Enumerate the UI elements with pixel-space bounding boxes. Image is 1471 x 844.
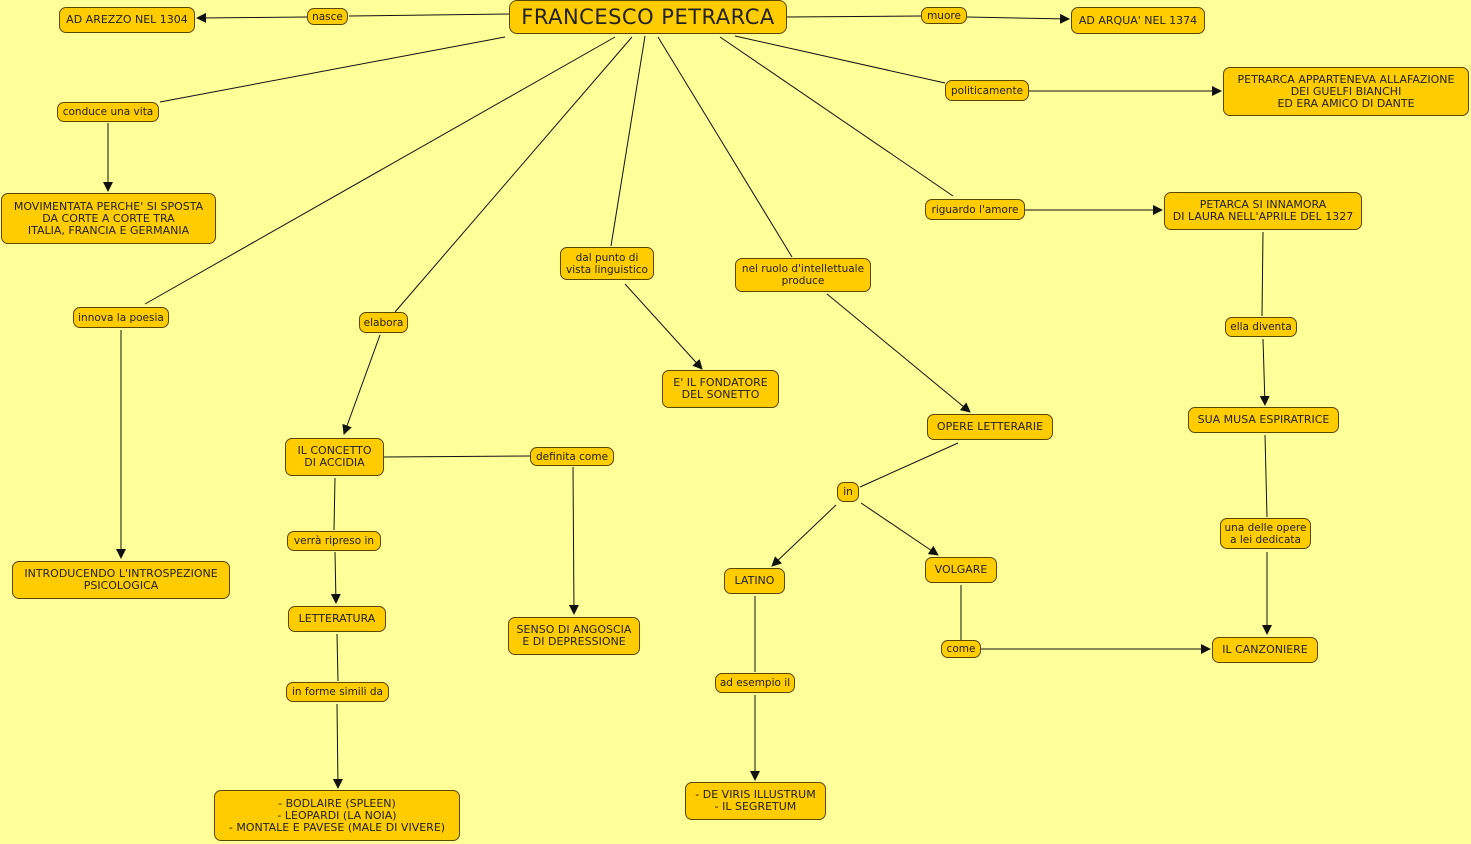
concept-fondatore-sonetto[interactable]: E' IL FONDATORE DEL SONETTO <box>662 370 779 408</box>
link-forme-simili-da[interactable]: in forme simili da <box>286 682 389 702</box>
connector-line-14 <box>826 293 971 413</box>
concept-letteratura[interactable]: LETTERATURA <box>288 606 386 632</box>
connector-line-2 <box>348 13 510 17</box>
concept-opere-letterarie[interactable]: OPERE LETTERARIE <box>927 414 1053 440</box>
concept-accidia[interactable]: IL CONCETTO DI ACCIDIA <box>285 438 384 476</box>
concept-musa-ispiratrice[interactable]: SUA MUSA ESPIRATRICE <box>1188 407 1339 433</box>
link-muore[interactable]: muore <box>921 7 967 24</box>
link-elabora[interactable]: elabora <box>359 312 408 333</box>
connector-line-33 <box>332 703 343 789</box>
connector-line-28 <box>1264 434 1268 518</box>
connector-line-18 <box>342 334 381 435</box>
concept-guelfi-bianchi[interactable]: PETRARCA APPARTENEVA ALLAFAZIONE DEI GUE… <box>1223 67 1469 116</box>
link-nasce[interactable]: nasce <box>307 8 348 25</box>
connector-line-17 <box>394 36 633 313</box>
connector-line-13 <box>657 36 793 258</box>
concept-bodlaire-leopardi[interactable]: - BODLAIRE (SPLEEN) - LEOPARDI (LA NOIA)… <box>214 790 460 841</box>
connector-line-22 <box>568 466 579 615</box>
link-innova-la-poesia[interactable]: innova la poesia <box>73 307 169 328</box>
connector-line-23 <box>859 442 959 488</box>
connector-line-24 <box>771 504 837 567</box>
link-definita-come[interactable]: definita come <box>530 447 614 466</box>
link-ruolo-intellettuale[interactable]: nel ruolo d'intellettuale produce <box>735 258 871 292</box>
link-riguardo-amore[interactable]: riguardo l'amore <box>925 199 1025 220</box>
link-politicamente[interactable]: politicamente <box>945 80 1029 101</box>
concept-si-innamora[interactable]: PETARCA SI INNAMORA DI LAURA NELL'APRILE… <box>1164 192 1362 230</box>
link-ella-diventa[interactable]: ella diventa <box>1225 317 1297 337</box>
connector-line-15 <box>144 36 616 305</box>
connector-line-32 <box>336 633 339 682</box>
concept-ad-arezzo[interactable]: AD AREZZO NEL 1304 <box>59 7 195 33</box>
concept-volgare[interactable]: VOLGARE <box>925 557 997 583</box>
connector-line-25 <box>860 502 939 556</box>
connector-line-9 <box>719 36 954 197</box>
link-come[interactable]: come <box>941 640 981 658</box>
concept-movimentata[interactable]: MOVIMENTATA PERCHE' SI SPOSTA DA CORTE A… <box>1 193 216 244</box>
connector-line-5 <box>734 35 946 84</box>
concept-ad-arqua[interactable]: AD ARQUA' NEL 1374 <box>1071 7 1205 34</box>
link-conduce-una-vita[interactable]: conduce una vita <box>57 102 159 122</box>
concept-de-viris[interactable]: - DE VIRIS ILLUSTRUM - IL SEGRETUM <box>685 782 826 820</box>
link-punto-vista-linguistico[interactable]: dal punto di vista linguistico <box>560 247 654 280</box>
connector-line-19 <box>1261 231 1264 317</box>
concept-introspezione[interactable]: INTRODUCENDO L'INTROSPEZIONE PSICOLOGICA <box>12 561 230 599</box>
concept-senso-angoscia[interactable]: SENSO DI ANGOSCIA E DI DEPRESSIONE <box>508 617 640 655</box>
connector-line-26 <box>333 477 336 531</box>
connector-line-27 <box>330 551 341 604</box>
link-opere-a-lei-dedicata[interactable]: una delle opere a lei dedicata <box>1220 518 1311 549</box>
connector-line-7 <box>159 36 506 103</box>
link-ad-esempio-il[interactable]: ad esempio il <box>715 673 795 693</box>
connector-line-3 <box>786 15 922 18</box>
concept-latino[interactable]: LATINO <box>724 568 785 594</box>
link-in[interactable]: in <box>837 482 859 502</box>
concept-francesco-petrarca[interactable]: FRANCESCO PETRARCA <box>509 0 787 34</box>
connector-line-4 <box>966 13 1070 24</box>
connector-line-12 <box>624 283 703 370</box>
link-verra-ripreso-in[interactable]: verrà ripreso in <box>287 531 381 551</box>
connector-line-21 <box>383 455 531 458</box>
connector-line-1 <box>196 12 308 23</box>
connector-line-20 <box>1259 338 1270 406</box>
concept-il-canzoniere[interactable]: IL CANZONIERE <box>1212 637 1318 663</box>
connector-line-11 <box>610 35 646 247</box>
